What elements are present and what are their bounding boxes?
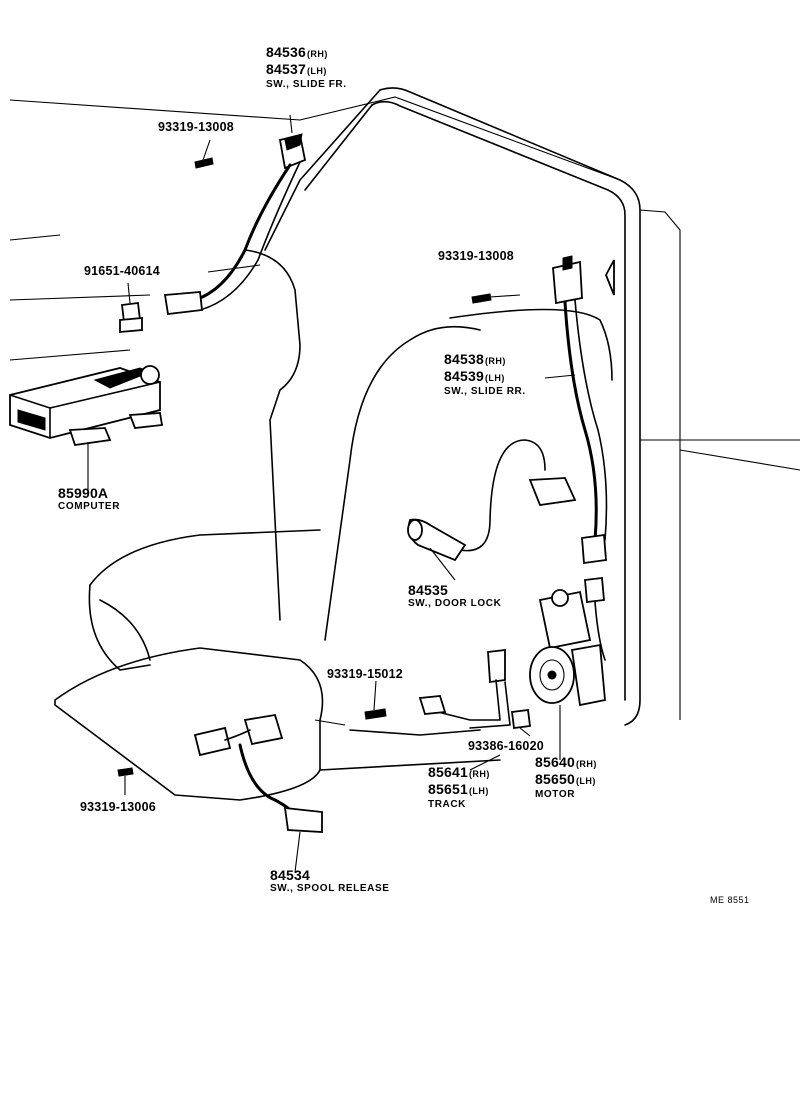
part-description: TRACK — [428, 799, 466, 810]
computer-unit — [9, 365, 164, 490]
suffix-rh: (RH) — [575, 759, 597, 769]
suffix-rh: (RH) — [306, 49, 328, 59]
part-description: SW., SLIDE RR. — [444, 386, 526, 397]
seat-outline — [54, 249, 613, 801]
seat-motor — [529, 576, 606, 707]
part-number-rh: 85641 — [428, 764, 468, 780]
label-bolt-a: 93319-13008 — [158, 120, 234, 134]
label-motor: 85640(RH) 85650(LH) MOTOR — [535, 755, 597, 800]
seat-track — [418, 648, 511, 729]
spool-release-switch — [193, 713, 323, 833]
label-bolt-d: 93319-15012 — [327, 667, 403, 681]
suffix-rh: (RH) — [468, 769, 490, 779]
vehicle-body-outline — [9, 87, 800, 726]
label-bolt-e: 93386-16020 — [468, 739, 544, 753]
part-number: 85990A — [58, 485, 109, 501]
part-number-rh: 84536 — [266, 44, 306, 60]
part-description: SW., SLIDE FR. — [266, 79, 347, 90]
part-description: SW., SPOOL RELEASE — [270, 883, 390, 894]
rear-slide-switch — [552, 255, 615, 565]
suffix-rh: (RH) — [484, 356, 506, 366]
label-computer: 85990A COMPUTER — [58, 486, 120, 512]
label-screw-b: 91651-40614 — [84, 264, 160, 278]
part-number-lh: 85650 — [535, 771, 575, 787]
label-bolt-f: 93319-13006 — [80, 800, 156, 814]
suffix-lh: (LH) — [306, 66, 327, 76]
suffix-lh: (LH) — [484, 373, 505, 383]
part-description: COMPUTER — [58, 501, 121, 512]
part-description: MOTOR — [535, 789, 576, 800]
label-sw-slide-rr: 84538(RH) 84539(LH) SW., SLIDE RR. — [444, 352, 526, 397]
suffix-lh: (LH) — [575, 776, 596, 786]
part-number: 84535 — [408, 582, 448, 598]
label-track: 85641(RH) 85651(LH) TRACK — [428, 765, 490, 810]
label-sw-slide-fr: 84536(RH) 84537(LH) SW., SLIDE FR. — [266, 45, 347, 90]
part-number-lh: 84539 — [444, 368, 484, 384]
part-number-lh: 85651 — [428, 781, 468, 797]
part-number-lh: 84537 — [266, 61, 306, 77]
door-lock-switch — [407, 439, 577, 562]
label-bolt-c: 93319-13008 — [438, 249, 514, 263]
label-sw-spool-release: 84534 SW., SPOOL RELEASE — [270, 868, 390, 894]
suffix-lh: (LH) — [468, 786, 489, 796]
front-slide-switch — [163, 114, 307, 315]
part-number-rh: 85640 — [535, 754, 575, 770]
label-sw-door-lock: 84535 SW., DOOR LOCK — [408, 583, 501, 609]
leader-lines — [124, 139, 576, 873]
part-description: SW., DOOR LOCK — [408, 598, 502, 609]
part-number-rh: 84538 — [444, 351, 484, 367]
part-number: 84534 — [270, 867, 310, 883]
drawing-code: ME 8551 — [710, 895, 750, 905]
bolts — [117, 157, 532, 777]
